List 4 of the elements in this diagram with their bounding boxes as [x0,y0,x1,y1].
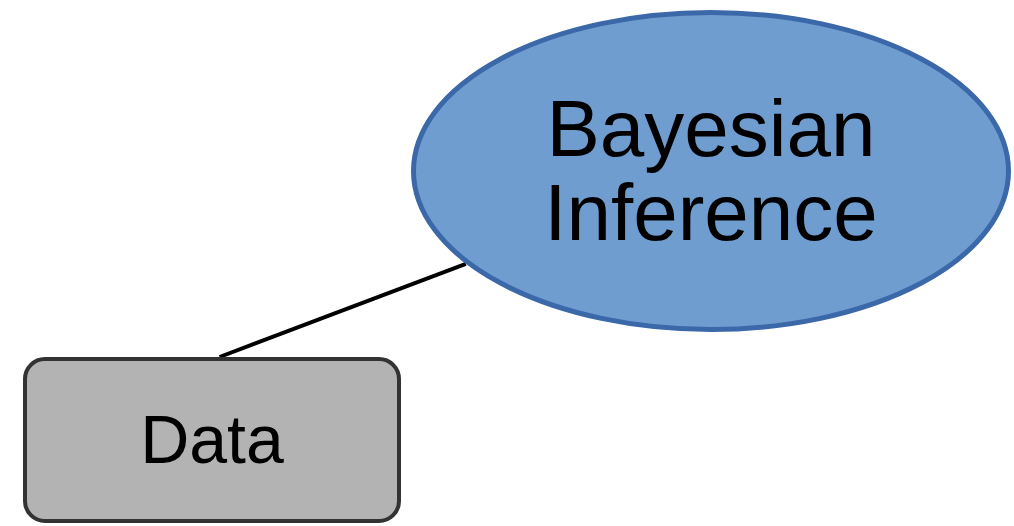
rounded-box [23,357,401,523]
node-label: Bayesian Inference [543,87,879,255]
connector-line [218,261,467,359]
node-label: Data [140,404,284,476]
